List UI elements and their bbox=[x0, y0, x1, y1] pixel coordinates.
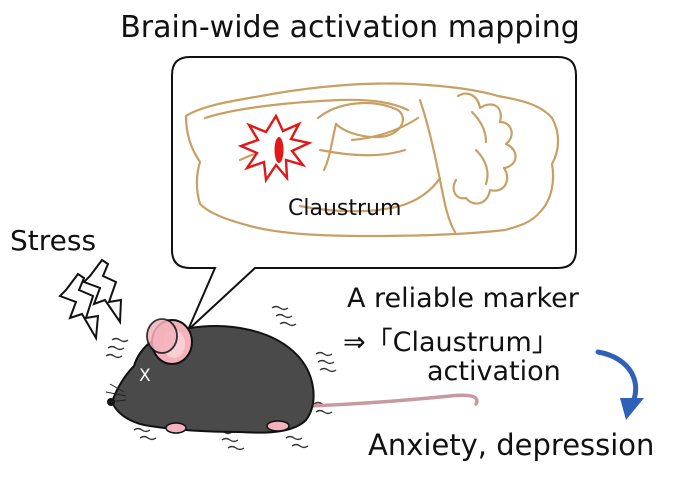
stimulus-label: Stress bbox=[10, 224, 97, 257]
marker-text-line2: ⇒「Claustrum」 bbox=[343, 327, 559, 358]
brain-region-label: Claustrum bbox=[288, 196, 402, 221]
lightning-bolt-icon bbox=[58, 272, 100, 342]
mouse-whiskers bbox=[105, 383, 127, 403]
activation-burst bbox=[237, 113, 313, 184]
outcome-label: Anxiety, depression bbox=[368, 428, 655, 462]
mouse-tail bbox=[308, 393, 479, 408]
curved-arrow-icon bbox=[595, 349, 644, 420]
mouse-illustration bbox=[105, 318, 479, 434]
claustrum-activation bbox=[274, 137, 284, 163]
mouse-ear-back bbox=[146, 318, 178, 354]
mouse-eye-icon: X bbox=[139, 366, 151, 386]
mouse-feet bbox=[165, 420, 290, 434]
marker-text-line3: activation bbox=[427, 356, 561, 387]
marker-text-line1: A reliable marker bbox=[347, 283, 579, 314]
brain-outline bbox=[184, 82, 560, 238]
lightning-bolt-icon bbox=[82, 258, 123, 326]
diagram-title: Brain-wide activation mapping bbox=[120, 10, 580, 45]
